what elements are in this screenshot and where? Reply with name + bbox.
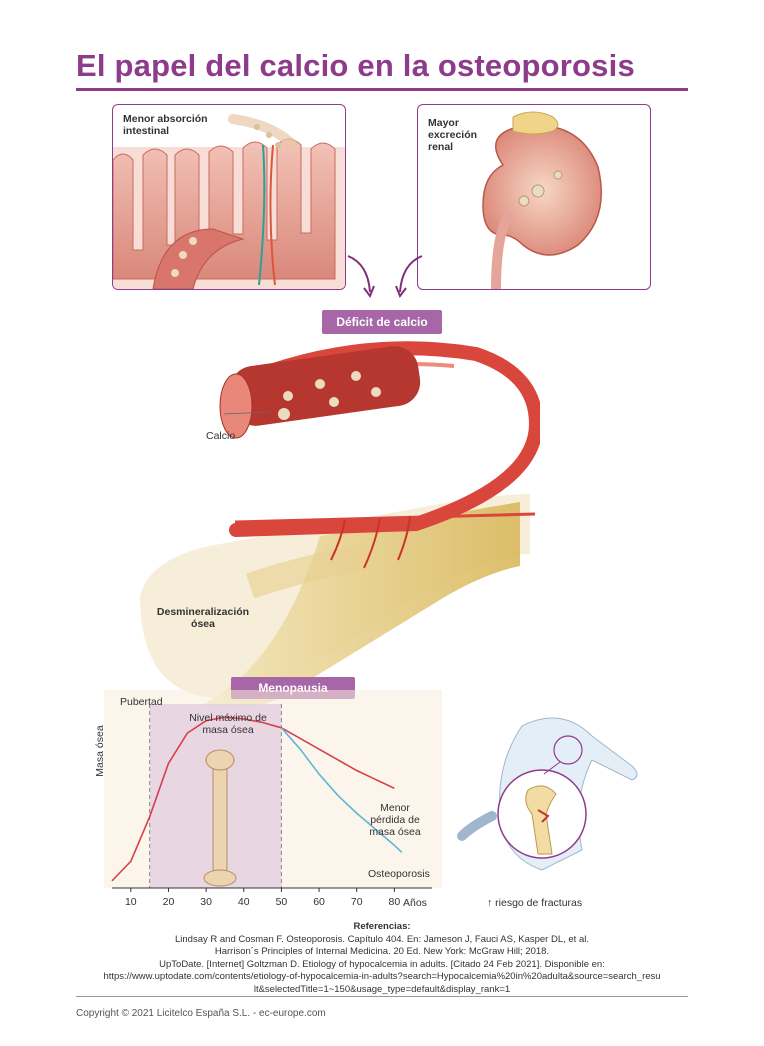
arrows-to-deficit <box>347 255 423 299</box>
bone-mass-chart: 10 20 30 40 50 60 70 80 <box>104 690 442 908</box>
y-axis-label: Masa ósea <box>94 725 106 777</box>
reference-line: UpToDate. [Internet] Goltzman D. Etiolog… <box>159 958 605 970</box>
references-heading: Referencias: <box>353 921 411 932</box>
peak-mass-label: Nivel máximo de masa ósea <box>189 712 267 736</box>
osteoporosis-label: Osteoporosis <box>368 868 430 880</box>
references: Referencias: Lindsay R and Cosman F. Ost… <box>60 921 704 996</box>
puberty-label: Pubertad <box>120 696 163 708</box>
x-tick-label: 60 <box>313 896 325 908</box>
arrow-left-icon <box>347 255 371 293</box>
intestine-panel-label: Menor absorción intestinal <box>123 113 208 137</box>
x-tick-label: 40 <box>238 896 250 908</box>
x-tick-label: 30 <box>200 896 212 908</box>
fracture-risk-label: ↑ riesgo de fracturas <box>487 897 583 909</box>
intestine-illustration <box>113 114 345 289</box>
reference-line: Lindsay R and Cosman F. Osteoporosis. Ca… <box>175 933 589 945</box>
reference-line: lt&selectedTitle=1~150&usage_type=defaul… <box>253 983 511 995</box>
calcium-label: Calcio <box>206 430 236 442</box>
kidney-panel: Mayor excreción renal <box>417 104 651 290</box>
vessel-bone-illustration <box>140 341 540 710</box>
x-tick-label: 10 <box>125 896 137 908</box>
femur-illustration <box>203 749 237 887</box>
x-tick-label: 70 <box>351 896 363 908</box>
x-tick-label: 50 <box>276 896 288 908</box>
arrow-right-icon <box>399 255 423 293</box>
kidney-illustration <box>482 111 602 289</box>
series-line-1 <box>280 727 403 853</box>
x-axis-label: Años <box>403 897 427 909</box>
title-underline <box>76 88 688 91</box>
x-tick-label: 80 <box>389 896 401 908</box>
footer-divider <box>76 996 688 997</box>
lower-loss-label: Menor pérdida de masa ósea <box>369 802 421 838</box>
demineralization-label: Desmineralización ósea <box>156 606 250 630</box>
copyright: Copyright © 2021 Licitelco España S.L. -… <box>76 1008 326 1019</box>
reference-line: https://www.uptodate.com/contents/etiolo… <box>103 971 661 982</box>
series-line-0 <box>111 716 395 882</box>
intestine-panel: Menor absorción intestinal <box>112 104 346 290</box>
x-tick-label: 20 <box>163 896 175 908</box>
deficit-pill: Déficit de calcio <box>322 310 442 334</box>
reference-line: Harrison´s Principles of Internal Medici… <box>214 946 550 957</box>
kidney-panel-label: Mayor excreción renal <box>428 117 478 153</box>
fracture-illustration <box>457 717 638 871</box>
page-title: El papel del calcio en la osteoporosis <box>76 48 635 83</box>
